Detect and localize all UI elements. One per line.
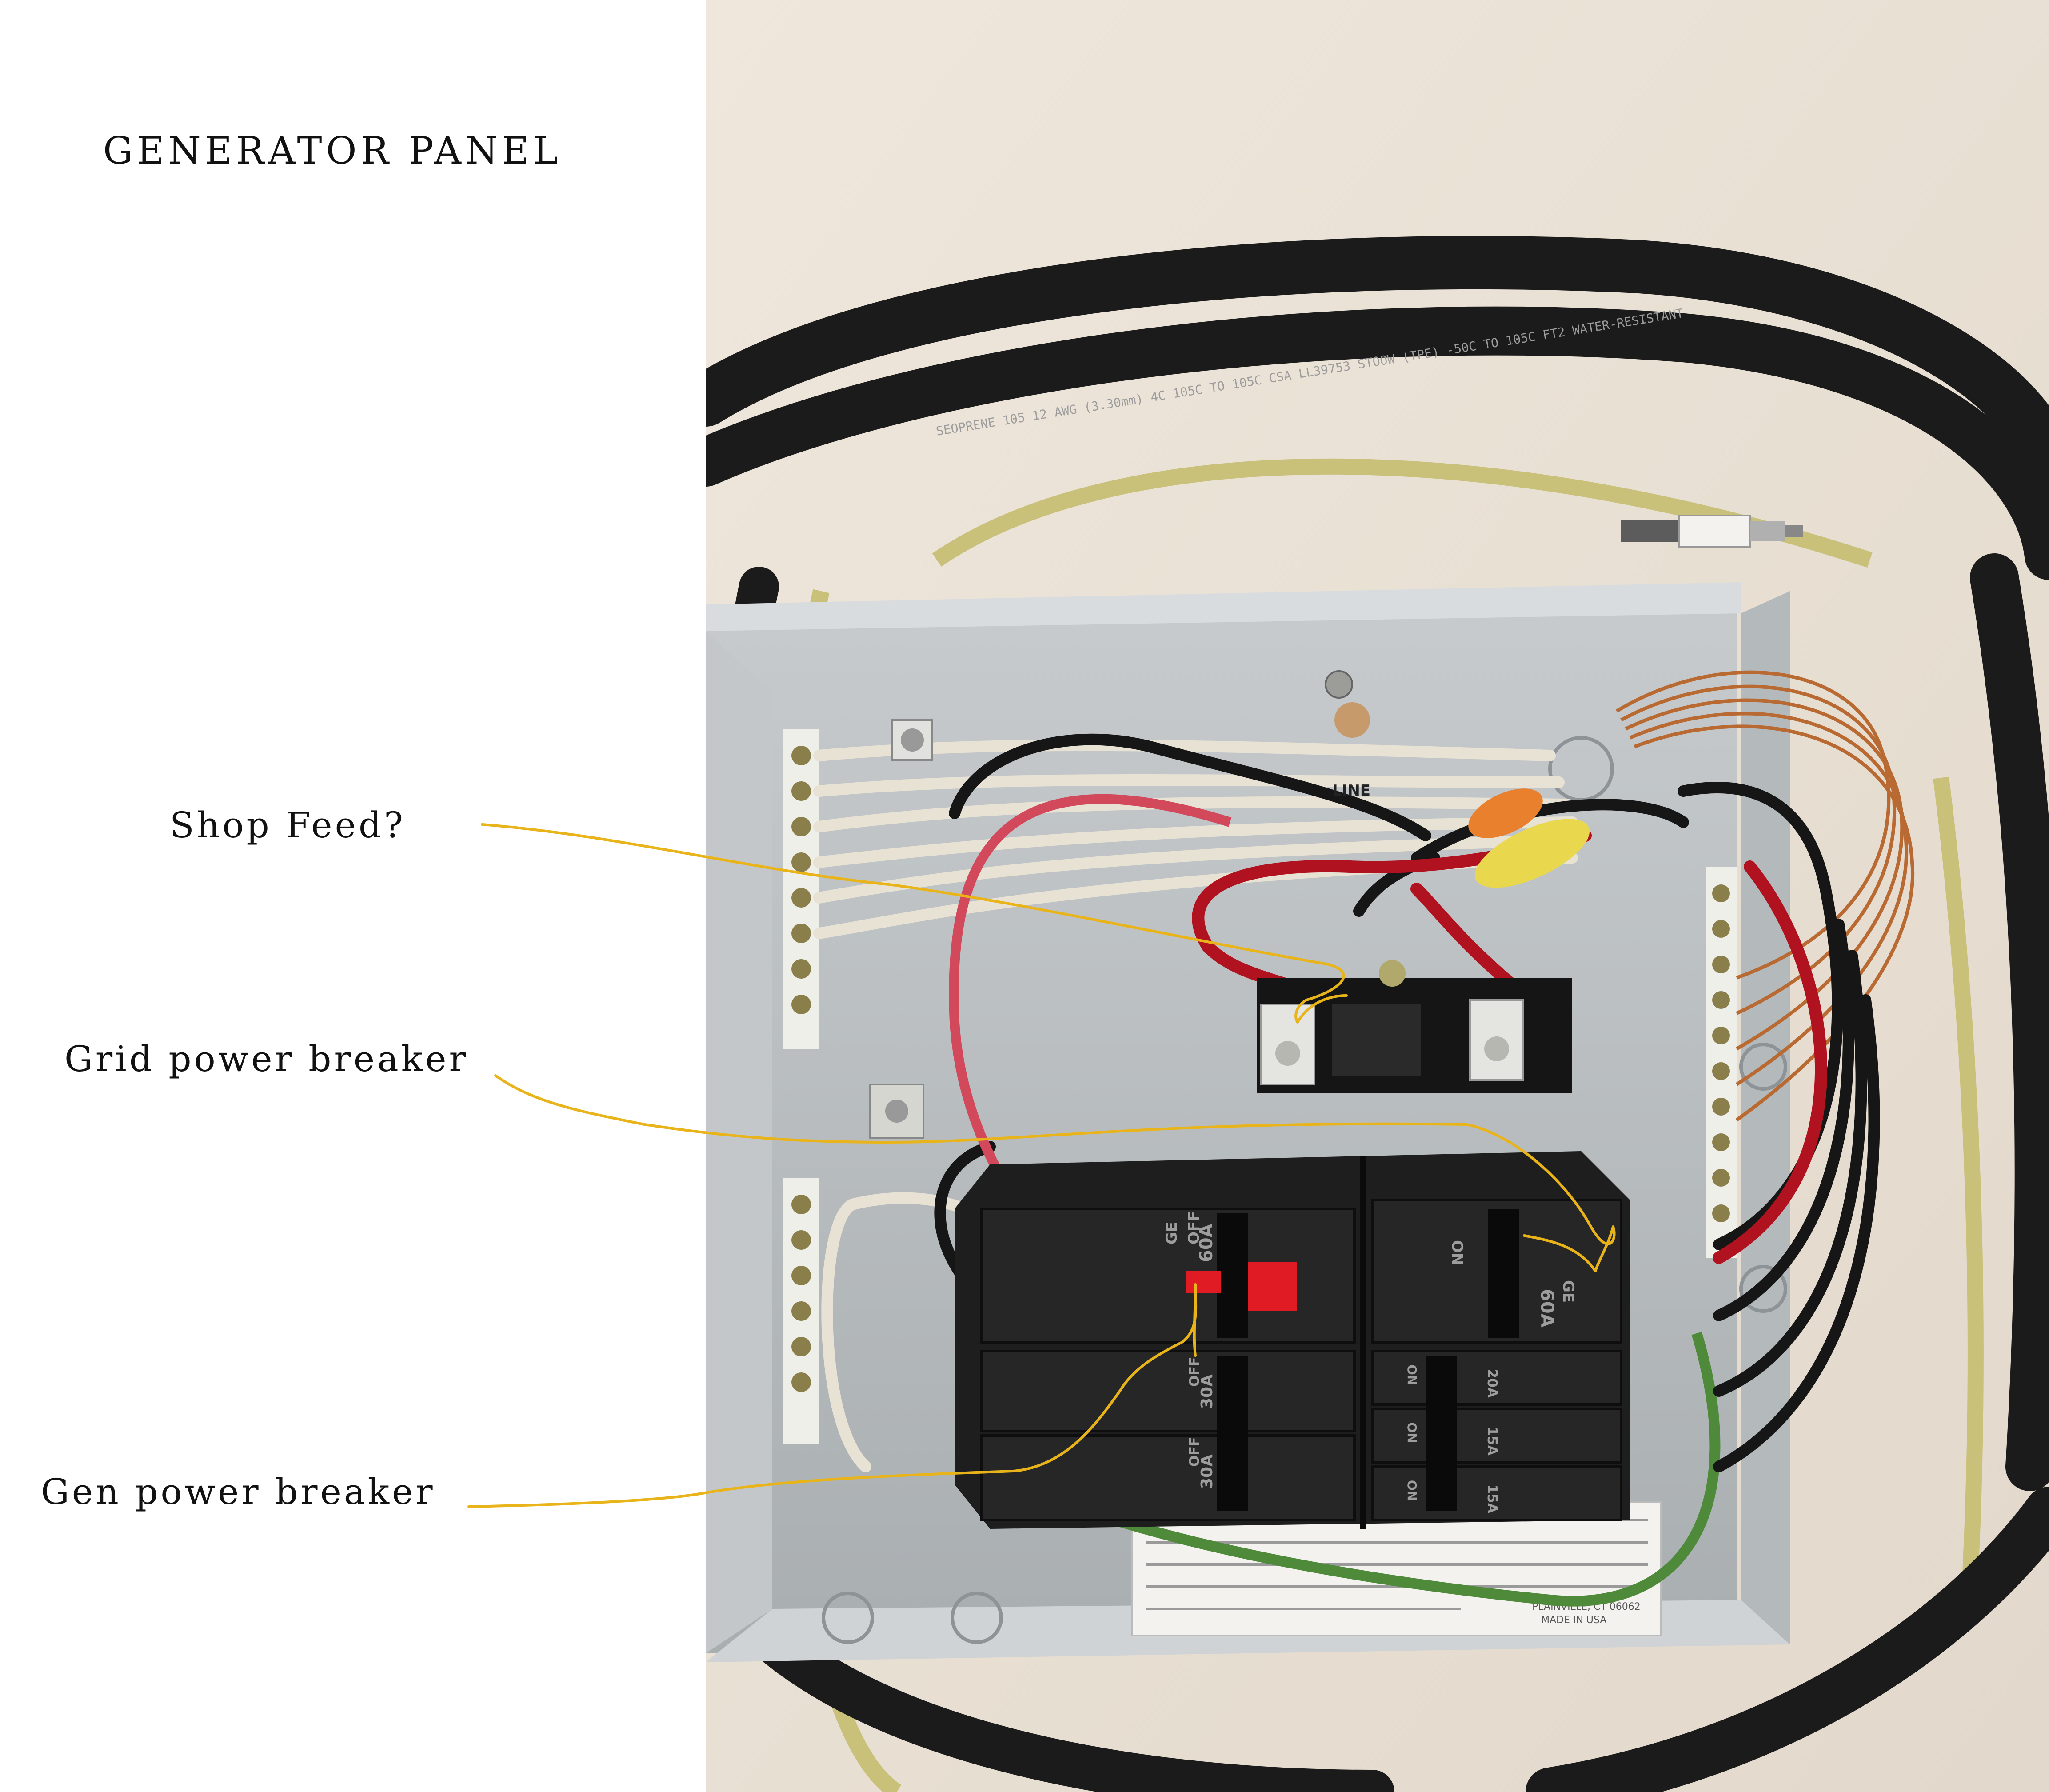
brand-mark-right: GE	[1559, 1280, 1577, 1303]
line-label: LINE	[1332, 782, 1370, 800]
gen-power-breaker-label: Gen power breaker	[41, 1471, 435, 1512]
red-trip-indicator-large	[1248, 1262, 1297, 1311]
mid-left-lug	[869, 1084, 924, 1139]
breaker-handle-branch-left	[1217, 1356, 1248, 1511]
breaker-handle-main-right	[1488, 1209, 1519, 1338]
breaker-handle-branch-right	[1426, 1356, 1457, 1511]
neutral-bar-upper	[783, 729, 819, 1049]
main-left-rating: 60A	[1196, 1224, 1217, 1262]
branch-left-1-rating: 30A	[1198, 1374, 1216, 1409]
page-title: GENERATOR PANEL	[103, 129, 562, 172]
main-right-state: ON	[1448, 1240, 1466, 1265]
branch-right-1-state: ON	[1405, 1364, 1419, 1385]
breaker-branch-left	[980, 1350, 1356, 1521]
orange-wire-nut	[1468, 788, 1543, 838]
branch-right-3-state: ON	[1405, 1480, 1419, 1501]
enclosure-right-wall	[1741, 591, 1790, 1644]
panel-photo: PLAINVILLE, CT 06062 MADE IN USA	[706, 0, 2049, 1792]
yellow-wire-nut	[1475, 819, 1590, 888]
ground-bar-right	[1706, 867, 1737, 1258]
branch-right-2-rating: 15A	[1484, 1427, 1500, 1456]
branch-right-2-state: ON	[1405, 1422, 1419, 1443]
breaker-assembly: OFF 60A ON 60A OFF 30A OFF 30A ON 20A ON…	[955, 1151, 1630, 1529]
top-left-lug	[891, 719, 933, 761]
shop-feed-label: Shop Feed?	[170, 804, 406, 846]
neutral-bar-lower	[783, 1178, 819, 1444]
breaker-handle-main-left	[1217, 1213, 1248, 1338]
mounting-screw	[1325, 670, 1353, 699]
wood-plug	[1334, 702, 1370, 738]
branch-left-2-rating: 30A	[1198, 1454, 1216, 1489]
brand-mark-left: GE	[1163, 1222, 1181, 1244]
spark-plug	[1621, 515, 1803, 548]
main-right-rating: 60A	[1537, 1289, 1557, 1328]
branch-right-3-rating: 15A	[1484, 1484, 1500, 1514]
main-lugs	[1257, 960, 1572, 1093]
breaker-branch-right	[1371, 1350, 1622, 1521]
enclosure-left-wall	[706, 631, 772, 1653]
grid-power-breaker-label: Grid power breaker	[64, 1038, 469, 1080]
branch-right-1-rating: 20A	[1484, 1369, 1500, 1398]
red-trip-indicator-small	[1186, 1271, 1221, 1293]
label-footer-text-2: MADE IN USA	[1541, 1615, 1606, 1626]
